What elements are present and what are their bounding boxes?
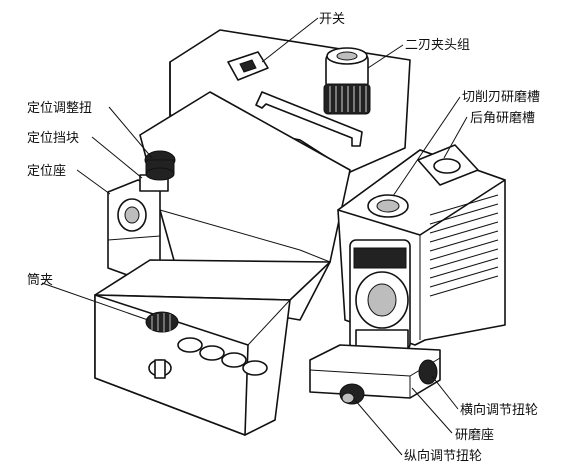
longitudinal-knob-icon	[339, 383, 365, 405]
labels: 开关 二刃夹头组 定位调整扭 定位挡块 定位座 切削刃研磨槽 后角研磨槽 筒夹 …	[27, 12, 540, 464]
label-collet: 筒夹	[27, 272, 53, 288]
label-positioning-stop: 定位挡块	[27, 131, 79, 146]
leader-lines	[41, 17, 468, 456]
label-longitudinal-knob: 纵向调节扭轮	[404, 448, 482, 464]
label-back-angle-slot: 后角研磨槽	[470, 111, 535, 126]
drawer	[94, 259, 331, 436]
label-positioning-knob: 定位调整扭	[27, 101, 92, 116]
positioning-knob-icon	[144, 150, 176, 181]
switch-icon	[227, 51, 269, 81]
label-collet-group: 二刃夹头组	[405, 38, 470, 53]
label-positioning-seat: 定位座	[27, 164, 66, 179]
label-lateral-knob: 横向调节扭轮	[460, 402, 538, 418]
handle-icon	[255, 91, 363, 147]
collet-icon	[145, 311, 179, 333]
label-switch: 开关	[319, 12, 345, 27]
label-grinding-seat: 研磨座	[455, 428, 494, 443]
positioning-seat-icon	[107, 179, 161, 277]
collet-chuck-icon	[323, 47, 371, 115]
label-cutting-edge-slot: 切削刃研磨槽	[462, 90, 540, 105]
grinding-tower	[337, 144, 506, 353]
lateral-knob-icon	[418, 359, 438, 385]
